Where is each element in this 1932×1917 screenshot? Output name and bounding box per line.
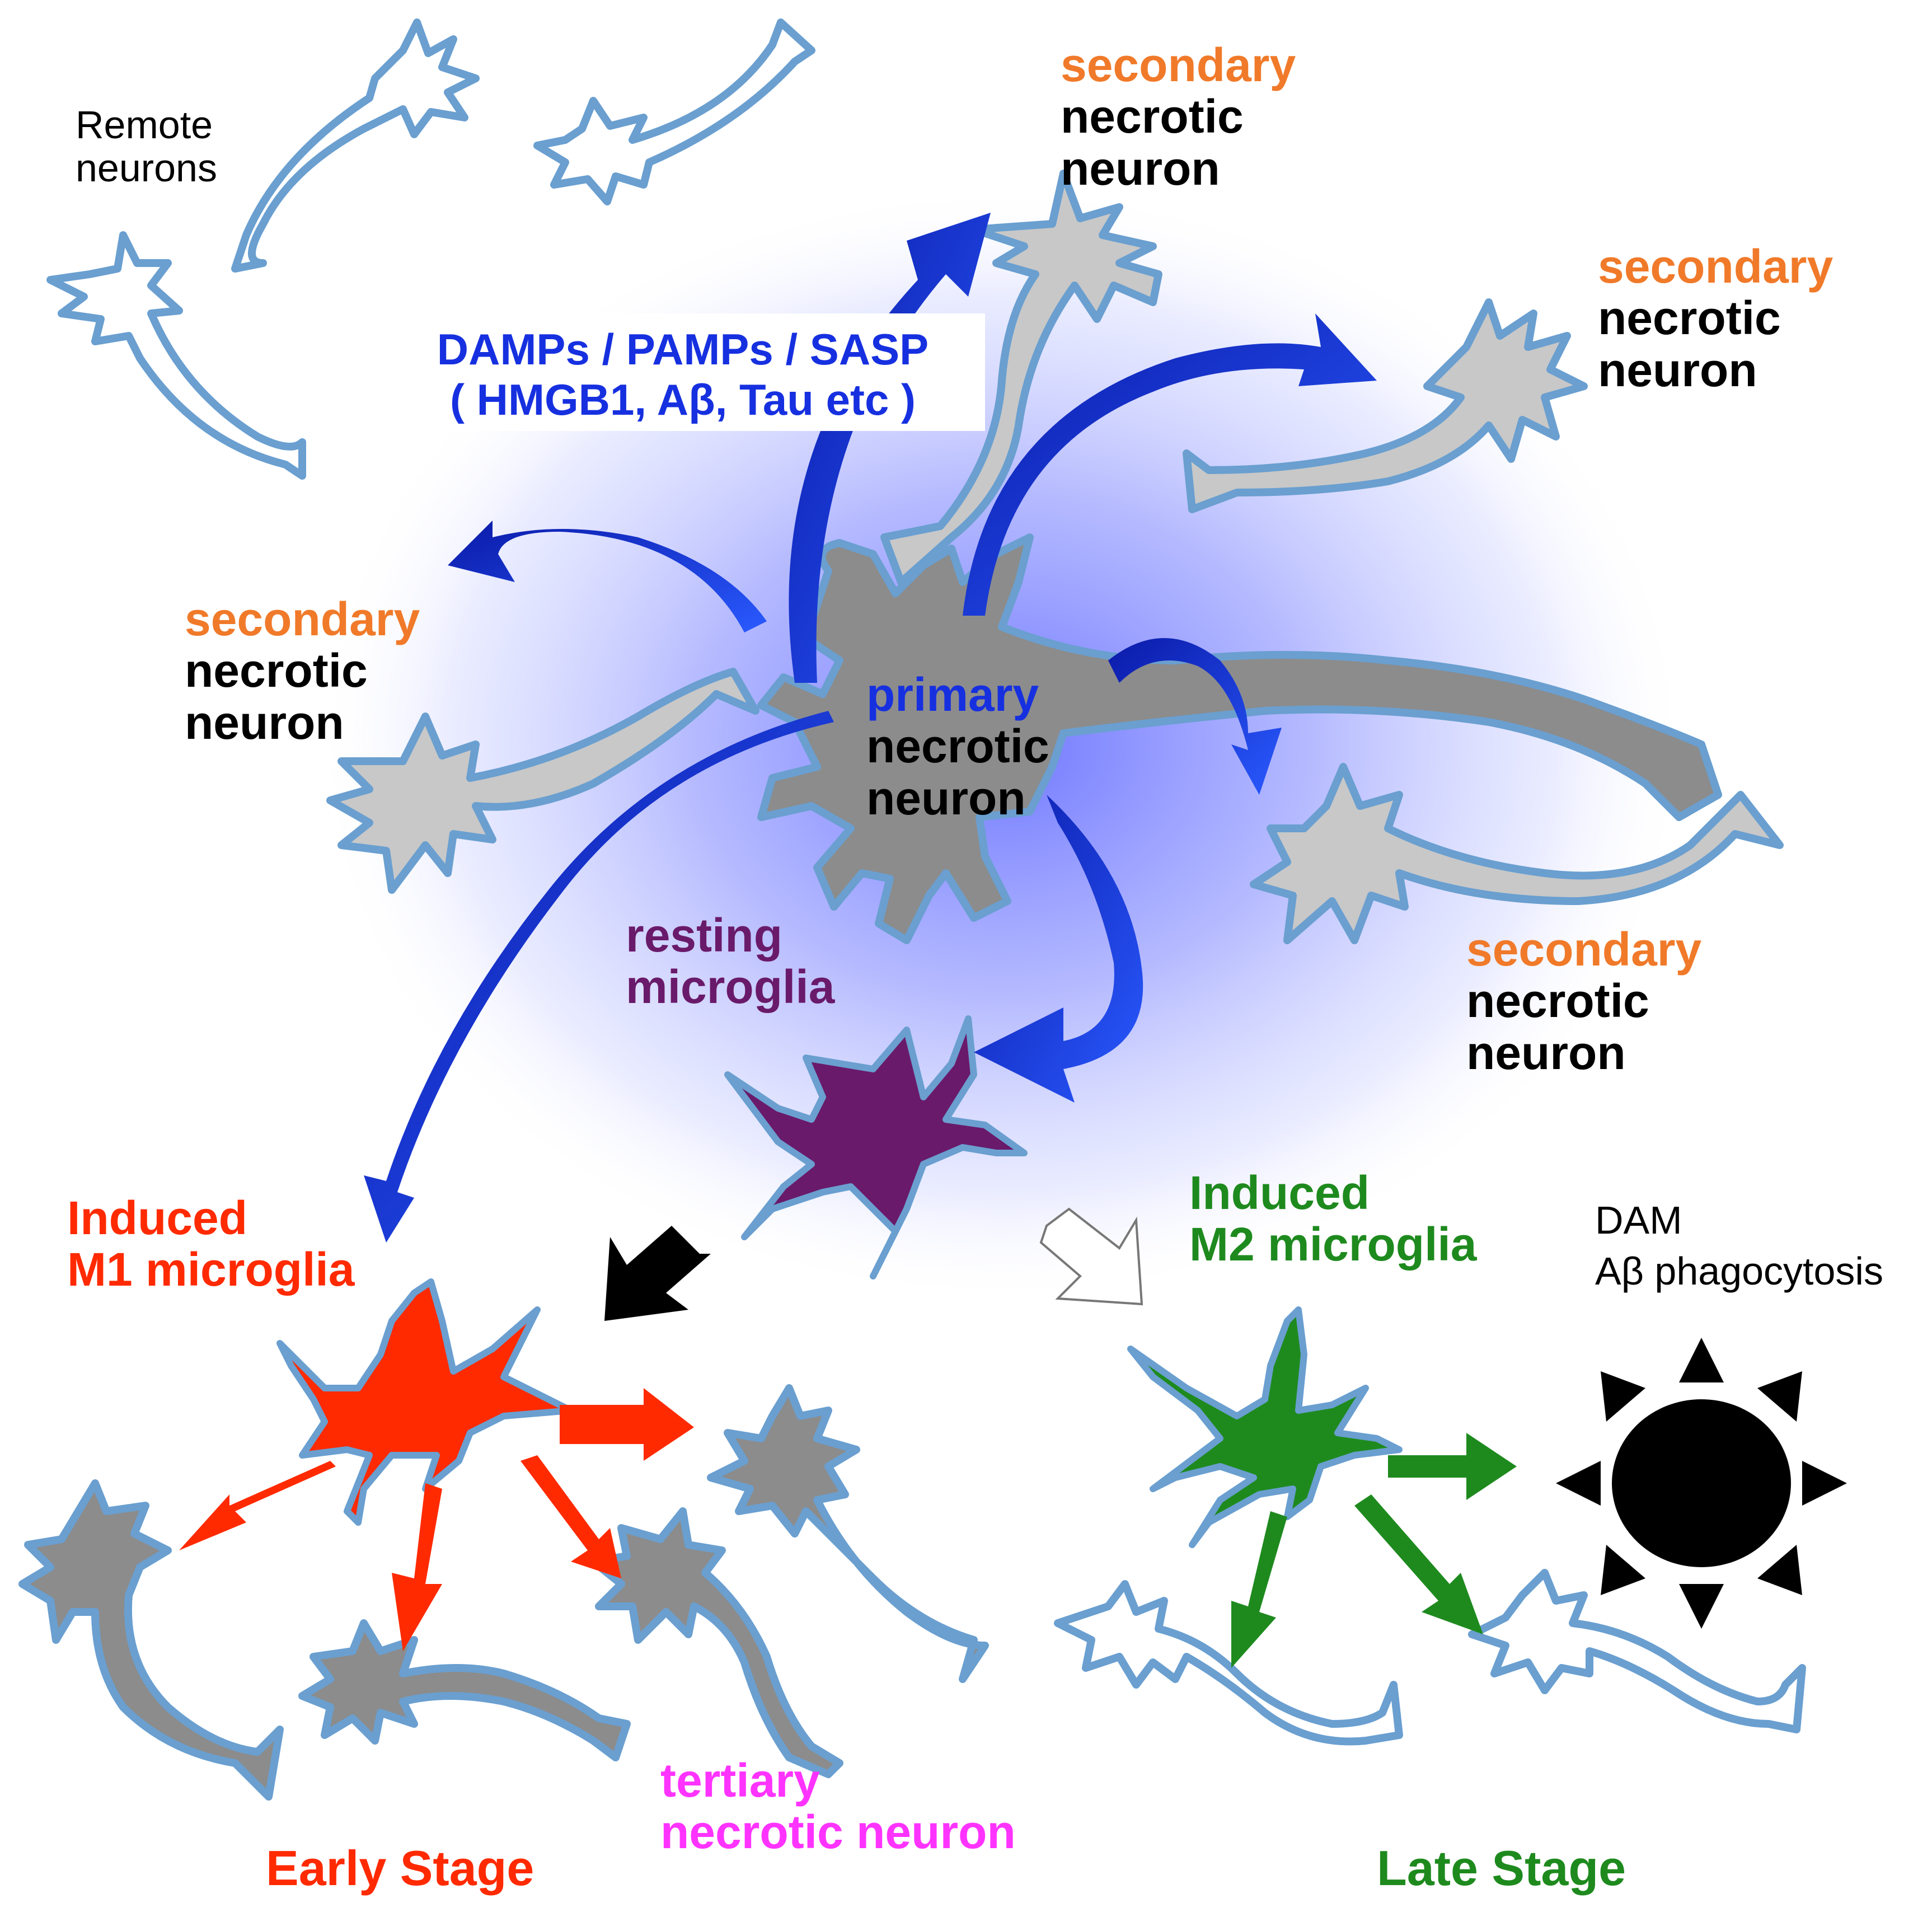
m2-effect-arrows: [1231, 1433, 1517, 1668]
damps-label: DAMPs / PAMPs / SASP ( HMGB1, Aβ, Tau et…: [381, 313, 985, 431]
remote-neurons-line1: Remote: [76, 103, 213, 147]
m1-arrow-down-right: [520, 1455, 621, 1578]
secondary-neuron-lower-right: [1250, 763, 1784, 944]
secondary-neuron-right: [1183, 298, 1588, 513]
secondary-top-label: secondary necrotic neuron: [1061, 39, 1296, 195]
secondary-right-l3: neuron: [1598, 343, 1757, 396]
dam-label: DAM Aβ phagocytosis: [1595, 1195, 1883, 1297]
late-stage-label: Late Stage: [1377, 1840, 1626, 1896]
m1-microglia-label: Induced M1 microglia: [67, 1192, 354, 1296]
secondary-lower-right-l3: neuron: [1466, 1026, 1626, 1079]
m1-arrow-down: [392, 1483, 442, 1651]
arrow-to-resting-microglia: [974, 795, 1143, 1103]
primary-l3: neuron: [866, 771, 1026, 824]
arrow-to-secondary-left: [448, 521, 767, 632]
damps-line1: DAMPs / PAMPs / SASP: [437, 325, 929, 374]
m1-arrow-left: [179, 1461, 336, 1550]
primary-label: primary necrotic neuron: [866, 669, 1049, 824]
secondary-neuron-left: [326, 668, 759, 894]
dam-l1: DAM: [1595, 1198, 1682, 1242]
remote-neuron-2: [533, 18, 815, 205]
secondary-left-l1: secondary: [185, 593, 420, 645]
tertiary-neurons: [18, 1384, 989, 1801]
secondary-lower-right-label: secondary necrotic neuron: [1466, 924, 1701, 1079]
m2-arrow-down: [1231, 1511, 1287, 1668]
damps-line2: ( HMGB1, Aβ, Tau etc ): [450, 374, 916, 424]
secondary-right-l2: necrotic: [1598, 292, 1781, 345]
primary-neuron: [757, 533, 1722, 944]
sun-icon: [1556, 1338, 1847, 1629]
remote-neurons: [46, 18, 815, 480]
m2-microglia-label: Induced M2 microglia: [1189, 1167, 1476, 1271]
dam-l2: Aβ phagocytosis: [1595, 1249, 1883, 1293]
secondary-right-l1: secondary: [1598, 240, 1833, 293]
primary-l2: necrotic: [866, 720, 1049, 773]
tertiary-neuron-2: [707, 1384, 989, 1683]
m1-l1: Induced: [67, 1192, 248, 1244]
tertiary-neuron-3: [589, 1507, 843, 1778]
secondary-neurons: [326, 170, 1784, 944]
primary-l1: primary: [866, 668, 1039, 721]
secondary-left-label: secondary necrotic neuron: [185, 593, 420, 749]
resting-l2: microglia: [626, 960, 835, 1014]
remote-neurons-line2: neurons: [76, 146, 217, 190]
resting-microglia-label: resting microglia: [626, 910, 834, 1013]
m1-microglia: [276, 1278, 574, 1526]
secondary-top-l3: neuron: [1061, 142, 1220, 195]
m1-l2: M1 microglia: [67, 1243, 355, 1296]
m2-l2: M2 microglia: [1189, 1218, 1477, 1271]
m2-arrow-down-right: [1354, 1494, 1483, 1634]
remote-neurons-label: Remote neurons: [76, 104, 217, 190]
m2-arrow-right: [1388, 1433, 1517, 1500]
secondary-right-label: secondary necrotic neuron: [1598, 241, 1833, 396]
arrow-to-secondary-top: [789, 213, 991, 683]
m1-arrow-right: [560, 1388, 694, 1461]
protected-neuron-2: [1468, 1569, 1806, 1733]
tertiary-neuron-1: [18, 1479, 284, 1801]
arrow-to-m1: [604, 1226, 711, 1321]
arrow-to-secondary-lower-right: [1108, 638, 1282, 795]
arrow-to-secondary-right: [963, 313, 1377, 616]
secondary-lower-right-l1: secondary: [1466, 923, 1702, 976]
remote-neuron-3: [46, 231, 306, 480]
tertiary-label: tertiary necrotic neuron: [660, 1755, 1016, 1858]
secondary-left-l3: neuron: [185, 696, 344, 749]
protected-neurons: [1054, 1569, 1806, 1746]
resting-microglia: [724, 1015, 1028, 1279]
m2-l1: Induced: [1189, 1166, 1370, 1219]
tertiary-neuron-4: [298, 1619, 631, 1761]
secondary-top-l2: necrotic: [1061, 90, 1244, 143]
secondary-neuron-top: [880, 170, 1162, 586]
spread-arrows: [364, 213, 1377, 1243]
secondary-left-l2: necrotic: [185, 644, 368, 697]
early-stage-label: Early Stage: [266, 1840, 534, 1896]
m2-microglia: [1127, 1306, 1403, 1548]
m1-effect-arrows: [179, 1388, 694, 1651]
protected-neuron-1: [1054, 1580, 1403, 1746]
secondary-top-l1: secondary: [1061, 39, 1296, 91]
resting-l1: resting: [626, 909, 783, 962]
remote-neuron-1: [231, 18, 480, 273]
tertiary-l1: tertiary: [660, 1754, 820, 1807]
arrow-to-m2: [1039, 1207, 1143, 1306]
secondary-lower-right-l2: necrotic: [1466, 974, 1649, 1028]
tertiary-l2: necrotic neuron: [660, 1806, 1016, 1859]
